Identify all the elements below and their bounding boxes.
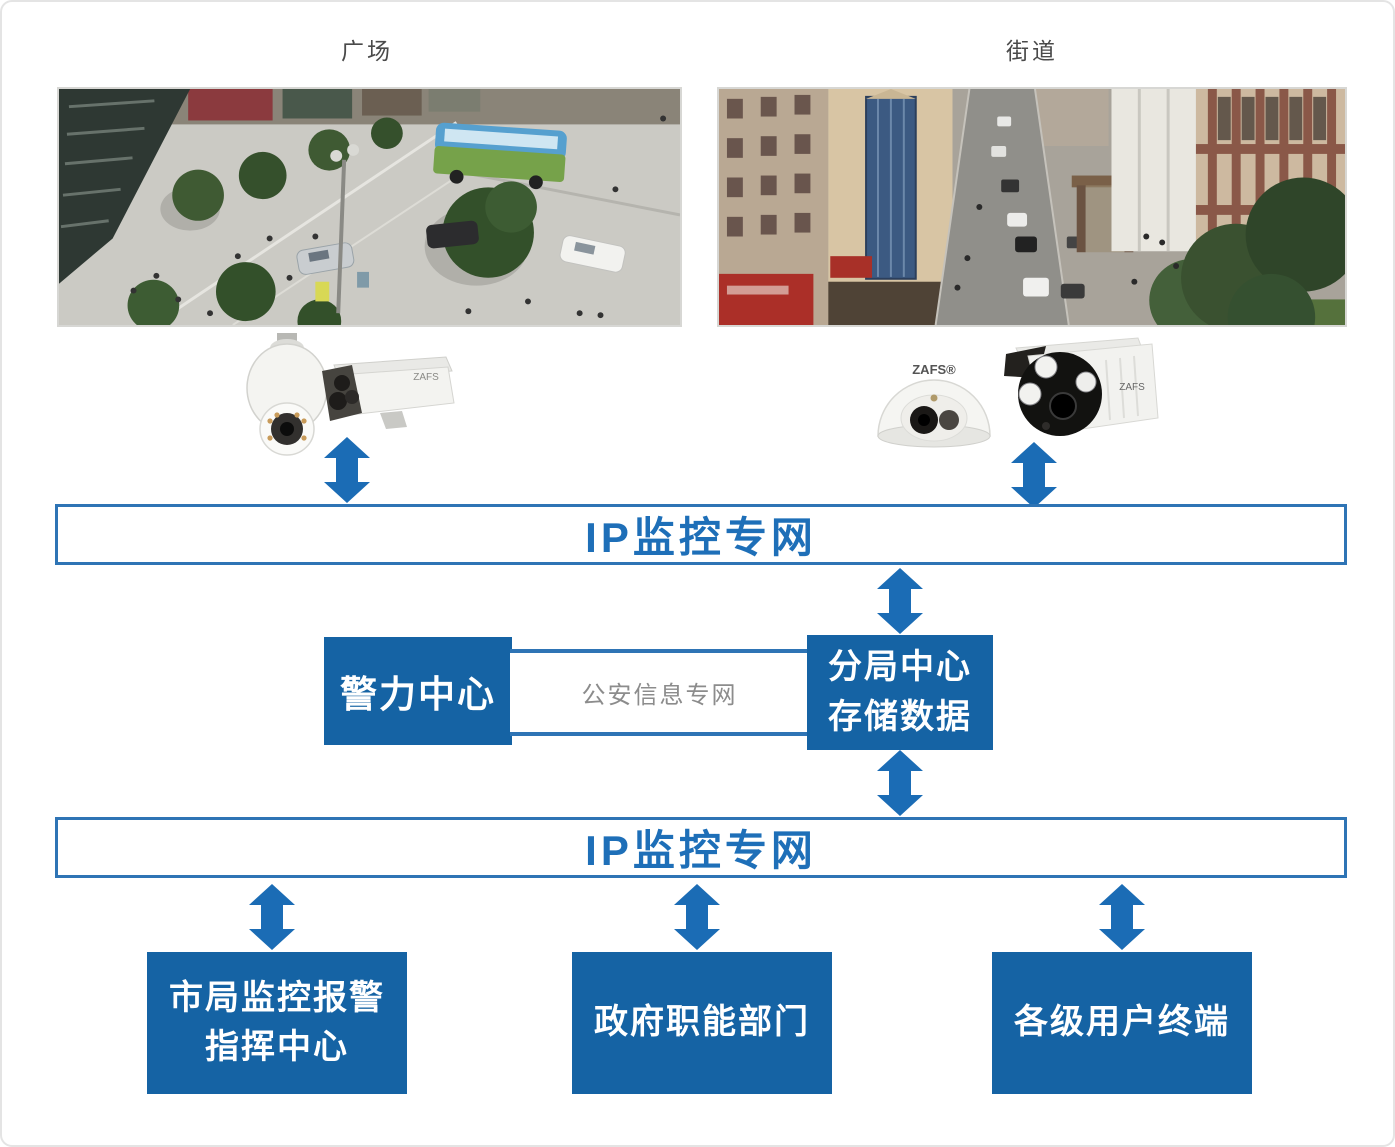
scene-label-street: 街道 [1006,38,1058,64]
dark-car [426,220,479,249]
municipal-command-center-box: 市局监控报警 指挥中心 [147,952,407,1094]
blue-sign [357,271,370,288]
ir-leds [267,412,307,441]
municipal-command-line2: 指挥中心 [205,1028,349,1066]
scene-label-plaza: 广场 [341,38,393,64]
arrow-cameras-left-to-bar [324,437,370,503]
bullet-camera-icon: ZAFS [1004,337,1159,436]
ip-network-bar-top-label: IP监控专网 [585,514,817,561]
user-terminals-box: 各级用户终端 [992,952,1252,1094]
police-center-box: 警力中心 [324,637,512,745]
building-window-stripes [60,99,155,229]
street-photo [717,87,1347,327]
trees [127,117,537,325]
government-departments-label: 政府职能部门 [594,1003,810,1042]
plaza-photo [57,87,682,327]
user-terminals-label: 各级用户终端 [1014,1003,1230,1042]
arrow-cameras-right-to-bar [1011,442,1057,508]
camera-brand-label: ZAFS [413,372,439,383]
camera-brand-label: ZAFS [1119,382,1145,393]
ip-network-bar-top: IP监控专网 [55,504,1347,565]
red-storefront-sign [719,273,814,325]
branch-center-line2: 存储数据 [828,697,972,736]
public-security-network-connector: 公安信息专网 [510,649,809,736]
government-departments-box: 政府职能部门 [572,952,832,1094]
street-pedestrians [954,204,1180,291]
plaza-cameras: ZAFS [246,333,455,456]
branch-center-box: 分局中心 存储数据 [807,635,993,750]
street-photo-art [719,89,1345,325]
arrow-bar-to-branch [877,568,923,634]
glass-mullions [876,98,905,277]
street-cameras: ZAFS® ZAFS [877,337,1159,448]
public-security-network-label: 公安信息专网 [581,682,738,709]
municipal-command-line1: 市局监控报警 [169,978,385,1017]
plaza-photo-art [59,89,680,325]
road [935,89,1069,325]
body-ribs [1105,355,1139,421]
lamp-post [330,144,360,314]
dome-camera-icon: ZAFS® [877,362,991,448]
ptz-dome-camera-icon [246,333,328,456]
white-building [1111,89,1196,252]
bullet-camera-icon: ZAFS [322,356,455,429]
ip-network-bar-bottom: IP监控专网 [55,817,1347,878]
pedestrians [130,115,667,319]
branch-center-line1: 分局中心 [828,648,972,687]
right-building-windows [1217,96,1327,141]
arrow-bar-to-terminal-2 [674,884,720,950]
ip-network-bar-bottom-label: IP监控专网 [585,827,817,874]
arrow-bar-to-terminal-3 [1099,884,1145,950]
arrow-bar-to-terminal-1 [249,884,295,950]
white-car [559,235,626,273]
small-red-sign [830,256,873,278]
bus [433,122,567,190]
police-center-label: 警力中心 [340,674,496,715]
arrow-branch-to-bar [877,750,923,816]
left-building-windows [726,94,811,237]
right-trees [1149,177,1345,325]
camera-brand-label: ZAFS® [912,362,956,377]
yellow-sign [315,281,330,302]
